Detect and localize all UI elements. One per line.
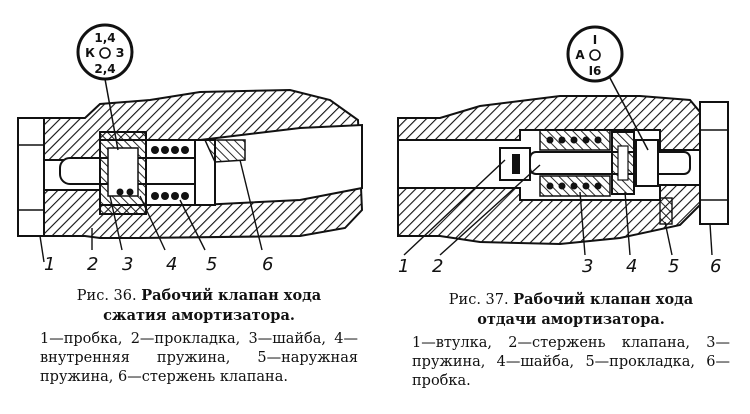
fig37-callout-2: 2 bbox=[432, 256, 443, 277]
fig36-callout-5: 5 bbox=[206, 254, 217, 275]
figure-36-drawing: 1,4 К З 2,4 1 2 3 4 5 6 bbox=[17, 23, 364, 275]
figure-36-title: Рис. 36. Рабочий клапан хода сжатия амор… bbox=[40, 286, 358, 326]
fig36-stamp-right: З bbox=[116, 46, 125, 60]
figure-37-legend: 1—втулка, 2—стержень клапана, 3—пружина,… bbox=[412, 335, 730, 389]
figure-37-title: Рис. 37. Рабочий клапан хода отдачи амор… bbox=[412, 290, 730, 330]
figure-36-legend: 1—пробка, 2—прокладка, 3—шайба, 4—внутре… bbox=[40, 331, 358, 385]
fig37-callout-1: 1 bbox=[398, 256, 409, 277]
fig36-callout-6: 6 bbox=[262, 254, 273, 275]
figure-36-number: Рис. 36. bbox=[76, 288, 137, 304]
fig36-callout-1: 1 bbox=[44, 254, 55, 275]
fig37-callout-5: 5 bbox=[668, 256, 679, 277]
fig36-springs bbox=[116, 146, 189, 200]
figure-37-drawing: I А I6 1 2 3 4 5 6 bbox=[397, 25, 729, 277]
fig37-valve-head bbox=[635, 139, 659, 187]
figure-36-caption: Рис. 36. Рабочий клапан хода сжатия амор… bbox=[40, 286, 358, 387]
figure-37-number: Рис. 37. bbox=[448, 292, 509, 308]
figure-36-title-line2: сжатия амортизатора. bbox=[103, 307, 295, 324]
fig36-callout-2: 2 bbox=[87, 254, 98, 275]
fig37-gasket bbox=[659, 197, 673, 225]
fig36-stamp-top: 1,4 bbox=[94, 31, 115, 45]
fig37-stamp-bottom: I6 bbox=[589, 64, 602, 78]
fig37-right-nut bbox=[699, 101, 729, 225]
fig37-valve-stem bbox=[529, 151, 691, 175]
fig37-stamp-left: А bbox=[575, 48, 585, 62]
figure-37-caption: Рис. 37. Рабочий клапан хода отдачи амор… bbox=[412, 290, 730, 391]
fig37-stamp bbox=[566, 25, 624, 83]
figure-37-title-line1: Рабочий клапан хода bbox=[513, 291, 694, 308]
fig37-stamp-top: I bbox=[593, 33, 597, 47]
fig37-callout-4: 4 bbox=[626, 256, 637, 277]
fig36-callout-4: 4 bbox=[166, 254, 177, 275]
fig36-stamp-bottom: 2,4 bbox=[94, 62, 115, 76]
figure-37-title-line2: отдачи амортизатора. bbox=[477, 311, 665, 328]
fig36-stamp-left: К bbox=[85, 46, 95, 60]
fig37-callout-3: 3 bbox=[582, 256, 593, 277]
fig37-springs bbox=[546, 136, 602, 190]
fig36-left-nut bbox=[17, 117, 45, 237]
fig36-callout-3: 3 bbox=[122, 254, 133, 275]
figure-36-title-line1: Рабочий клапан хода bbox=[141, 287, 322, 304]
fig37-callout-6: 6 bbox=[710, 256, 721, 277]
